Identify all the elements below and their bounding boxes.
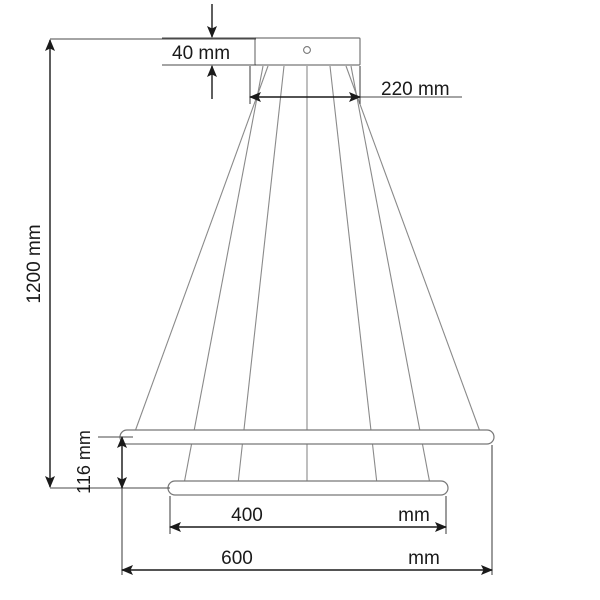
- dim-label-ring-gap: 116 mm: [74, 430, 94, 494]
- dim-label-canopy-height: 40 mm: [172, 43, 230, 64]
- dim-label-inner-ring-value: 400: [231, 505, 263, 526]
- ceiling-canopy-plate: [254, 37, 361, 66]
- suspension-cables: [132, 65, 483, 485]
- dim-label-total-drop: 1200 mm: [24, 224, 45, 303]
- dim-label-canopy-width: 220 mm: [381, 79, 450, 100]
- outer-led-ring: [119, 429, 495, 445]
- inner-led-ring: [167, 480, 449, 496]
- dim-label-outer-ring-unit: mm: [408, 548, 440, 569]
- canopy-center-hole: [303, 46, 311, 54]
- dim-label-inner-ring-unit: mm: [398, 505, 430, 526]
- dim-label-outer-ring-value: 600: [221, 548, 253, 569]
